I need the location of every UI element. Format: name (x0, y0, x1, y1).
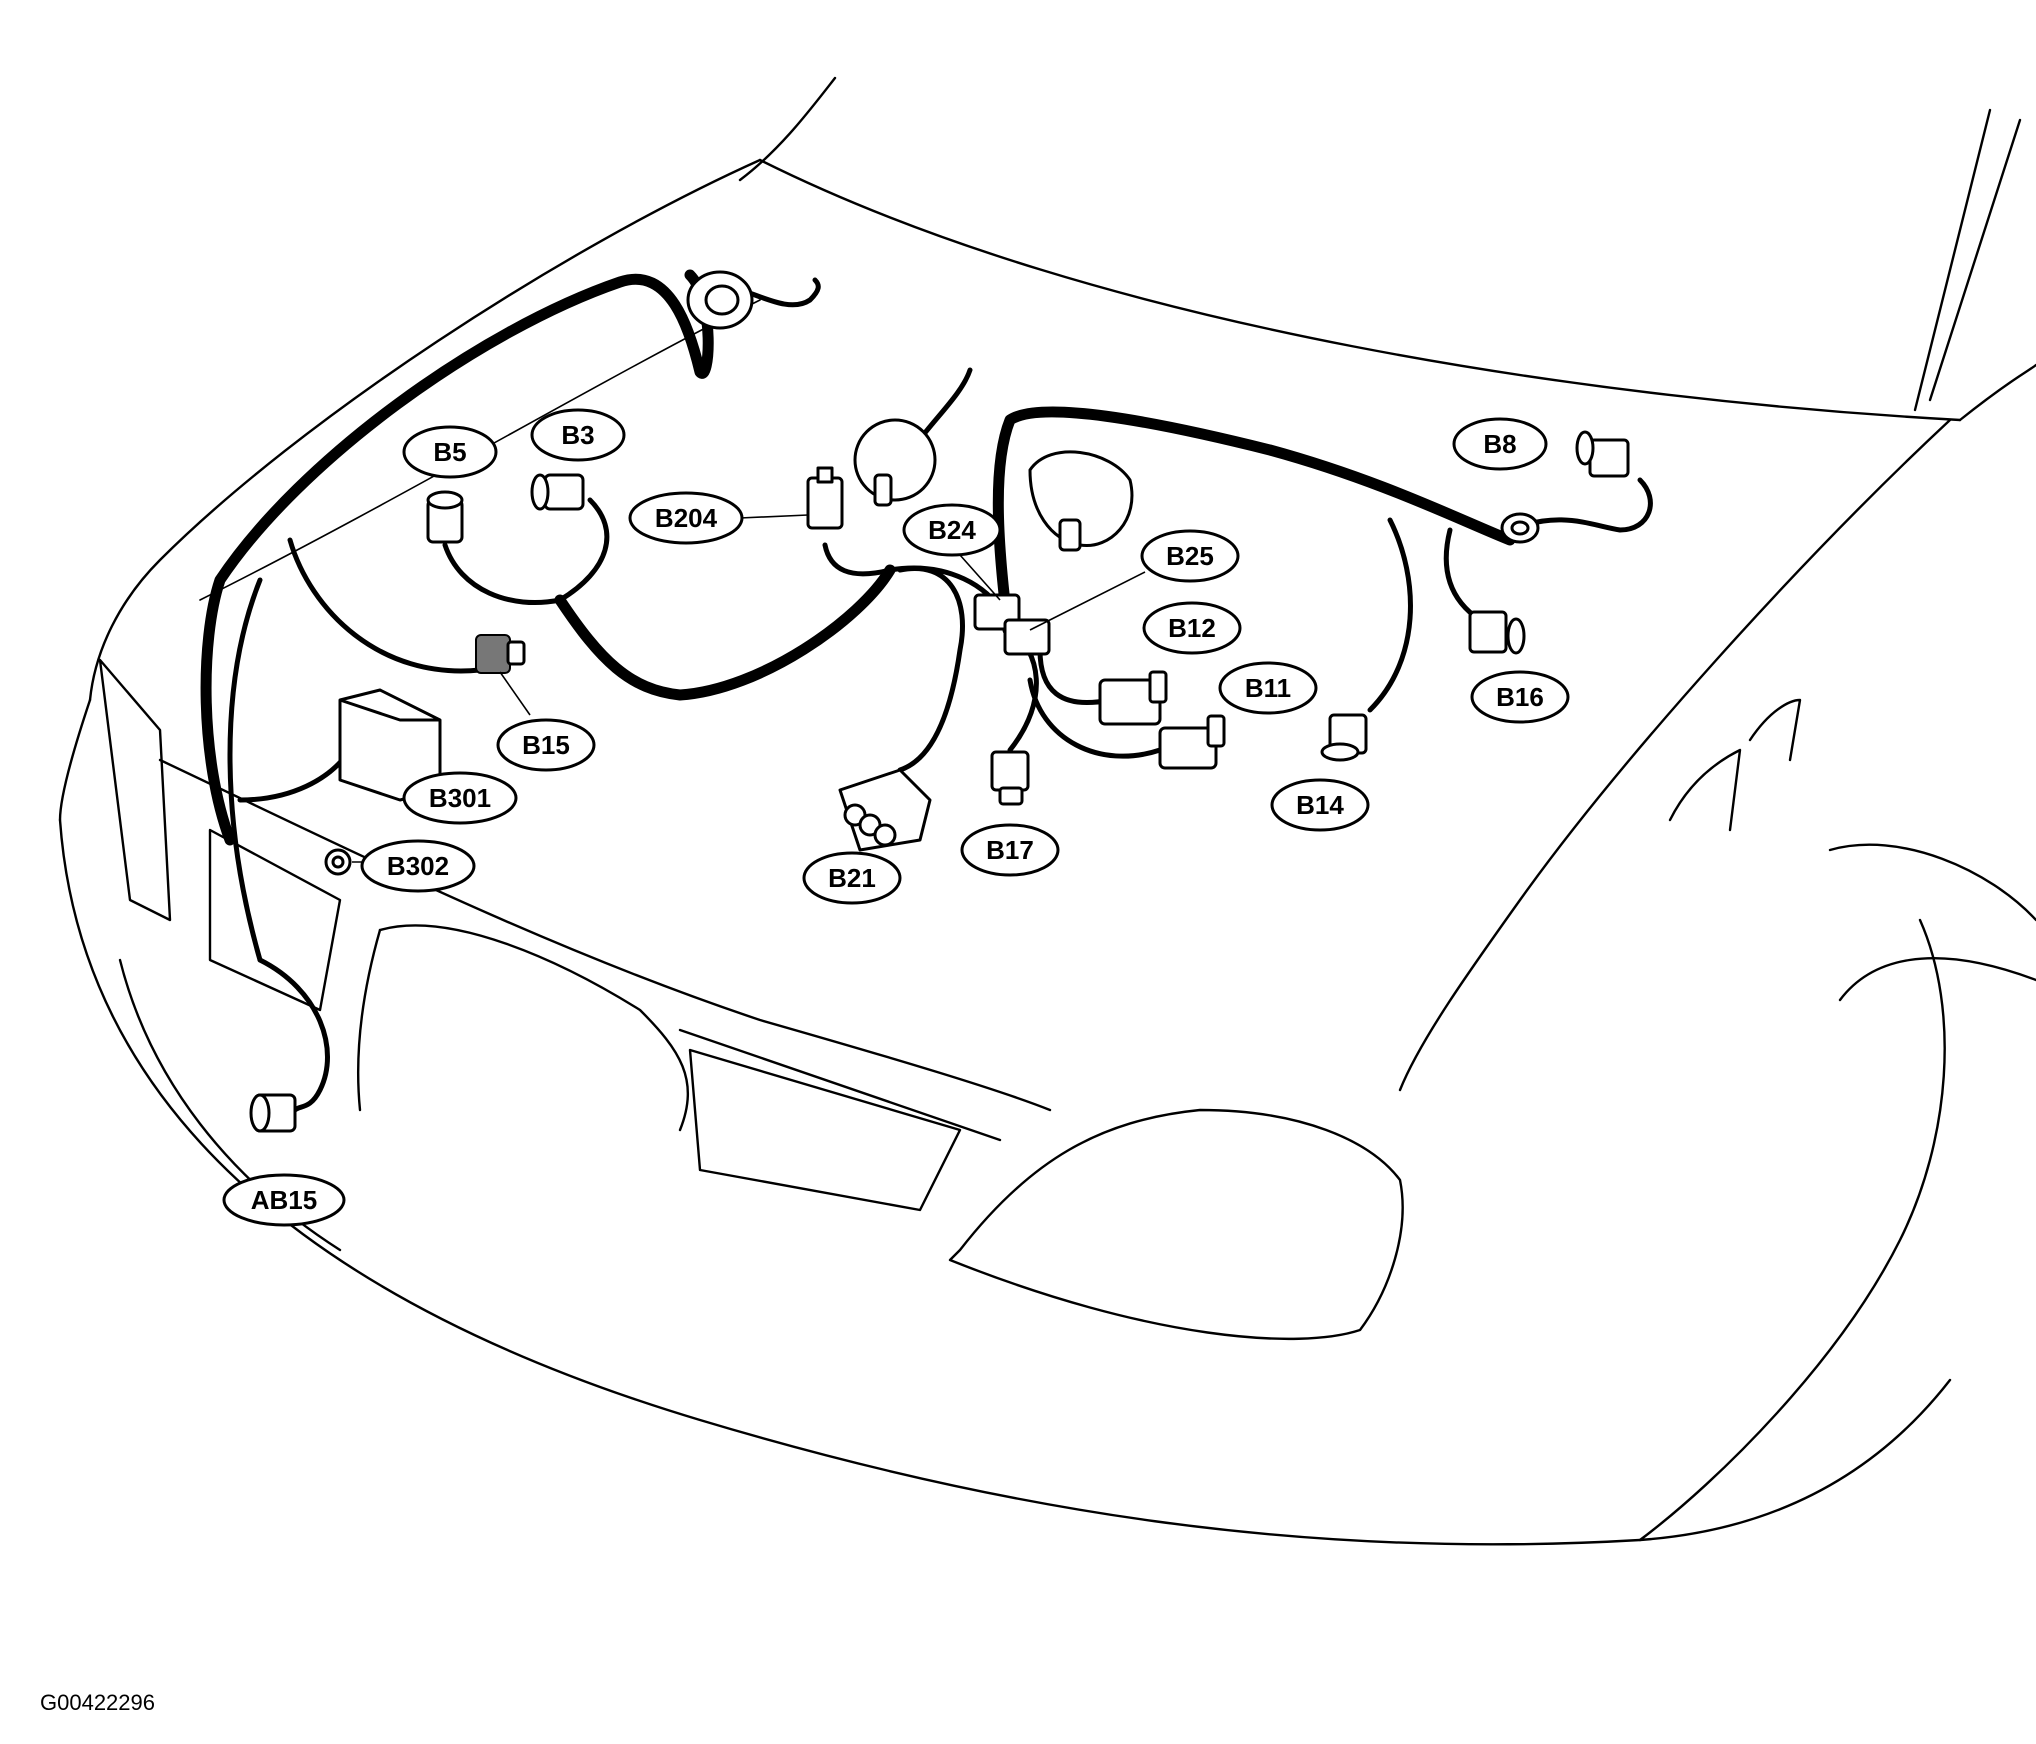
label-b17: B17 (960, 823, 1060, 877)
windshield-a-pillar-2 (1928, 118, 2022, 402)
grille-bar (678, 1028, 1002, 1142)
connector-b17 (990, 750, 1030, 806)
label-b8: B8 (1452, 417, 1548, 471)
svg-text:B204: B204 (655, 503, 718, 533)
svg-text:B3: B3 (561, 420, 594, 450)
wire-b5 (442, 542, 563, 606)
grille-left (357, 928, 382, 1112)
wire-ab15 (257, 957, 330, 1113)
connectors (249, 270, 1630, 1133)
leader-lines (352, 514, 1146, 863)
svg-text:B21: B21 (828, 863, 876, 893)
connector-b16 (1468, 610, 1526, 655)
windshield-left-edge (738, 76, 837, 182)
left-grille-frame (208, 828, 342, 1012)
label-b302: B302 (360, 839, 476, 893)
harness-left-trunk (200, 269, 714, 846)
wire-b21 (897, 566, 965, 773)
svg-text:B17: B17 (986, 835, 1034, 865)
headlight-right (948, 1108, 1404, 1341)
label-b12: B12 (1142, 601, 1242, 655)
connector-b5 (426, 490, 464, 544)
connector-b302 (324, 848, 352, 876)
fender-arch-inner (1838, 957, 2036, 1002)
svg-text:B16: B16 (1496, 682, 1544, 712)
svg-text:B302: B302 (387, 851, 449, 881)
grommet-b8 (1500, 512, 1540, 544)
connector-b204 (806, 466, 844, 530)
svg-text:B12: B12 (1168, 613, 1216, 643)
front-bumper-lower (58, 818, 1952, 1546)
windshield-a-pillar (1913, 108, 1992, 412)
figure-code: G00422296 (40, 1690, 155, 1715)
svg-text:B25: B25 (1166, 541, 1214, 571)
svg-text:AB15: AB15 (251, 1185, 317, 1215)
wire-b301 (237, 747, 353, 803)
grommet-center (853, 418, 937, 507)
connector-b11 (1158, 714, 1226, 770)
label-b14: B14 (1270, 778, 1370, 832)
connector-labels: B5 B3 B204 B24 B25 B12 B8 B16 (222, 408, 1570, 1227)
bumper-right-curve (1638, 918, 1946, 1542)
hood-right-edge (1958, 363, 2036, 422)
fender-right-arch (1828, 843, 2036, 922)
label-b16: B16 (1470, 670, 1570, 724)
label-b21: B21 (802, 851, 902, 905)
svg-text:B5: B5 (433, 437, 466, 467)
side-marker-2 (1748, 698, 1802, 762)
connector-b12 (1098, 670, 1168, 726)
label-ab15: AB15 (222, 1173, 346, 1227)
wire-left-down (227, 577, 263, 963)
car-body-outline (58, 76, 2036, 1546)
connector-b15 (475, 634, 526, 674)
svg-text:B14: B14 (1296, 790, 1344, 820)
wire-b12 (1037, 647, 1113, 706)
main-harness (200, 269, 1653, 846)
connector-b3 (530, 473, 585, 511)
fender-right-line (1398, 418, 1952, 1092)
harness-right-trunk (992, 406, 1516, 636)
harness-b8-branch (1507, 477, 1653, 533)
connector-b8 (1575, 430, 1630, 478)
label-b24: B24 (902, 503, 1002, 557)
label-b25: B25 (1140, 529, 1240, 583)
wire-b3 (557, 497, 610, 603)
harness-center-loop (554, 564, 896, 701)
label-b3: B3 (530, 408, 626, 462)
grommet-top-left (686, 270, 754, 330)
label-b11: B11 (1218, 661, 1318, 715)
label-b204: B204 (628, 491, 744, 545)
grille-upper (378, 924, 689, 1132)
headlight-left (98, 658, 172, 922)
hood-left-edge (88, 158, 762, 702)
hood-front-edge (158, 758, 1052, 1112)
front-bumper-left (58, 698, 92, 822)
connector-b21 (838, 768, 932, 852)
svg-text:B301: B301 (429, 783, 491, 813)
svg-text:B11: B11 (1245, 673, 1291, 703)
connector-b14 (1320, 713, 1368, 762)
grille-opening (688, 1048, 962, 1212)
svg-text:B24: B24 (928, 515, 976, 545)
svg-text:B15: B15 (522, 730, 570, 760)
wire-b11 (1027, 677, 1163, 759)
grommet-right (1028, 450, 1134, 552)
connector-b24 (973, 593, 1051, 656)
windshield-base-line (758, 158, 1962, 422)
wire-b14 (1367, 517, 1413, 713)
svg-text:B8: B8 (1483, 429, 1516, 459)
label-b301: B301 (402, 771, 518, 825)
connector-ab15 (249, 1093, 297, 1133)
label-b15: B15 (496, 718, 596, 772)
wire-b16 (1443, 527, 1483, 623)
label-b5: B5 (402, 425, 498, 479)
side-marker-1 (1668, 748, 1742, 832)
wire-b204 (822, 542, 893, 577)
wire-b15 (287, 537, 483, 674)
